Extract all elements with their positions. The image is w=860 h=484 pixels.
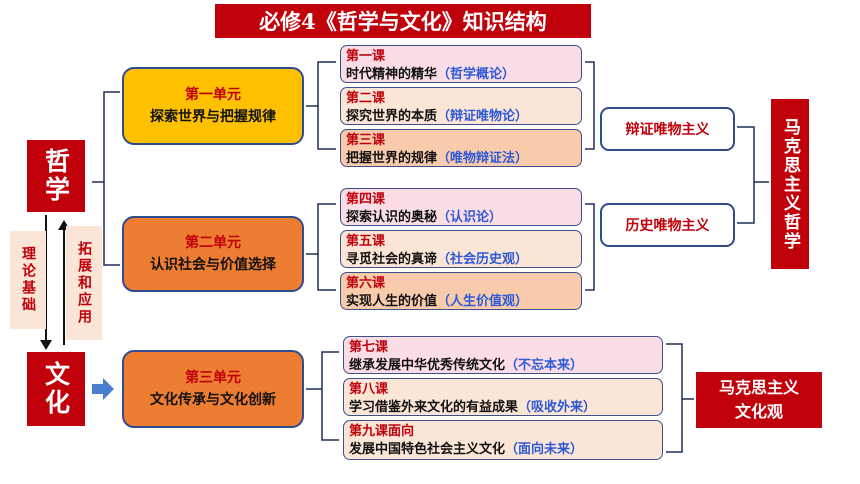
- lesson-7-desc: 继承发展中华优秀传统文化: [349, 358, 506, 373]
- culture-label: 文化: [41, 361, 71, 417]
- lesson-8-box: 第八课 学习借鉴外来文化的有益成果（吸收外来）: [343, 378, 663, 416]
- lesson-6-desc: 实现人生的价值: [346, 294, 438, 309]
- lesson-5-desc: 寻觅社会的真谛: [346, 252, 438, 267]
- lesson-7-hint: （不忘本来）: [505, 358, 584, 373]
- lesson-9-box: 第九课面向 发展中国特色社会主义文化（面向未来）: [343, 420, 663, 460]
- marxist-culture-box: 马克思主义 文化观: [696, 372, 822, 428]
- lesson-6-title: 第六课: [346, 276, 386, 291]
- dialectical-materialism-box: 辩证唯物主义: [600, 107, 735, 151]
- lesson-1-box: 第一课 时代精神的精华（哲学概论）: [340, 45, 582, 83]
- lesson-7-box: 第七课 继承发展中华优秀传统文化（不忘本来）: [343, 336, 663, 374]
- lesson-2-box: 第二课 探究世界的本质（辩证唯物论）: [340, 87, 582, 125]
- theory-basis-text: 理论基础: [20, 246, 36, 314]
- unit-3-subtitle: 文化传承与文化创新: [150, 392, 276, 408]
- lesson-6-box: 第六课 实现人生的价值（人生价值观）: [340, 272, 582, 310]
- marxist-culture-line-2: 文化观: [734, 402, 783, 421]
- lesson-2-hint: （辩证唯物论）: [437, 109, 529, 124]
- lesson-3-hint: （唯物辩证法）: [437, 151, 529, 166]
- lesson-8-title: 第八课: [349, 382, 389, 397]
- lesson-8-hint: （吸收外来）: [518, 400, 597, 415]
- philosophy-label: 哲学: [41, 148, 71, 204]
- lesson-3-desc: 把握世界的规律: [346, 151, 438, 166]
- lesson-4-desc: 探索认识的奥秘: [346, 210, 438, 225]
- lesson-1-desc: 时代精神的精华: [346, 67, 438, 82]
- unit-1-title: 第一单元: [185, 87, 241, 103]
- unit-2-title: 第二单元: [185, 235, 241, 251]
- lesson-4-title: 第四课: [346, 192, 386, 207]
- lesson-2-desc: 探究世界的本质: [346, 109, 438, 124]
- page-title: 必修4《哲学与文化》知识结构: [215, 4, 591, 38]
- lesson-8-desc: 学习借鉴外来文化的有益成果: [349, 400, 519, 415]
- historical-materialism-box: 历史唯物主义: [600, 203, 735, 247]
- lesson-7-title: 第七课: [349, 340, 389, 355]
- lesson-9-desc: 发展中国特色社会主义文化: [349, 442, 506, 457]
- marxist-philosophy-box: 马克思主义哲学: [771, 99, 809, 269]
- lesson-1-title: 第一课: [346, 49, 386, 64]
- theory-basis-label: 理论基础: [10, 231, 46, 329]
- unit-1-subtitle: 探索世界与把握规律: [150, 109, 276, 125]
- lesson-5-title: 第五课: [346, 234, 386, 249]
- unit-3-box: 第三单元 文化传承与文化创新: [122, 350, 304, 428]
- lesson-2-title: 第二课: [346, 91, 386, 106]
- lesson-3-title: 第三课: [346, 133, 386, 148]
- unit-2-box: 第二单元 认识社会与价值选择: [122, 216, 304, 292]
- extend-apply-label: 拓展和应用: [66, 226, 102, 340]
- unit-1-box: 第一单元 探索世界与把握规律: [122, 67, 304, 145]
- lesson-5-hint: （社会历史观）: [437, 252, 529, 267]
- lesson-6-hint: （人生价值观）: [437, 294, 529, 309]
- culture-box: 文化: [27, 352, 85, 426]
- lesson-1-hint: （哲学概论）: [437, 67, 516, 82]
- unit-3-title: 第三单元: [185, 370, 241, 386]
- lesson-3-box: 第三课 把握世界的规律（唯物辩证法）: [340, 129, 582, 167]
- lesson-4-box: 第四课 探索认识的奥秘（认识论）: [340, 188, 582, 226]
- unit-2-subtitle: 认识社会与价值选择: [150, 257, 276, 273]
- marxist-culture-line-1: 马克思主义: [718, 378, 799, 397]
- philosophy-box: 哲学: [27, 140, 85, 212]
- lesson-5-box: 第五课 寻觅社会的真谛（社会历史观）: [340, 230, 582, 268]
- lesson-9-hint: （面向未来）: [505, 442, 584, 457]
- lesson-9-title: 第九课面向: [349, 424, 415, 439]
- lesson-4-hint: （认识论）: [437, 210, 503, 225]
- extend-apply-text: 拓展和应用: [76, 240, 92, 326]
- right-arrow-icon: [92, 378, 114, 400]
- down-arrow-icon: [40, 215, 52, 350]
